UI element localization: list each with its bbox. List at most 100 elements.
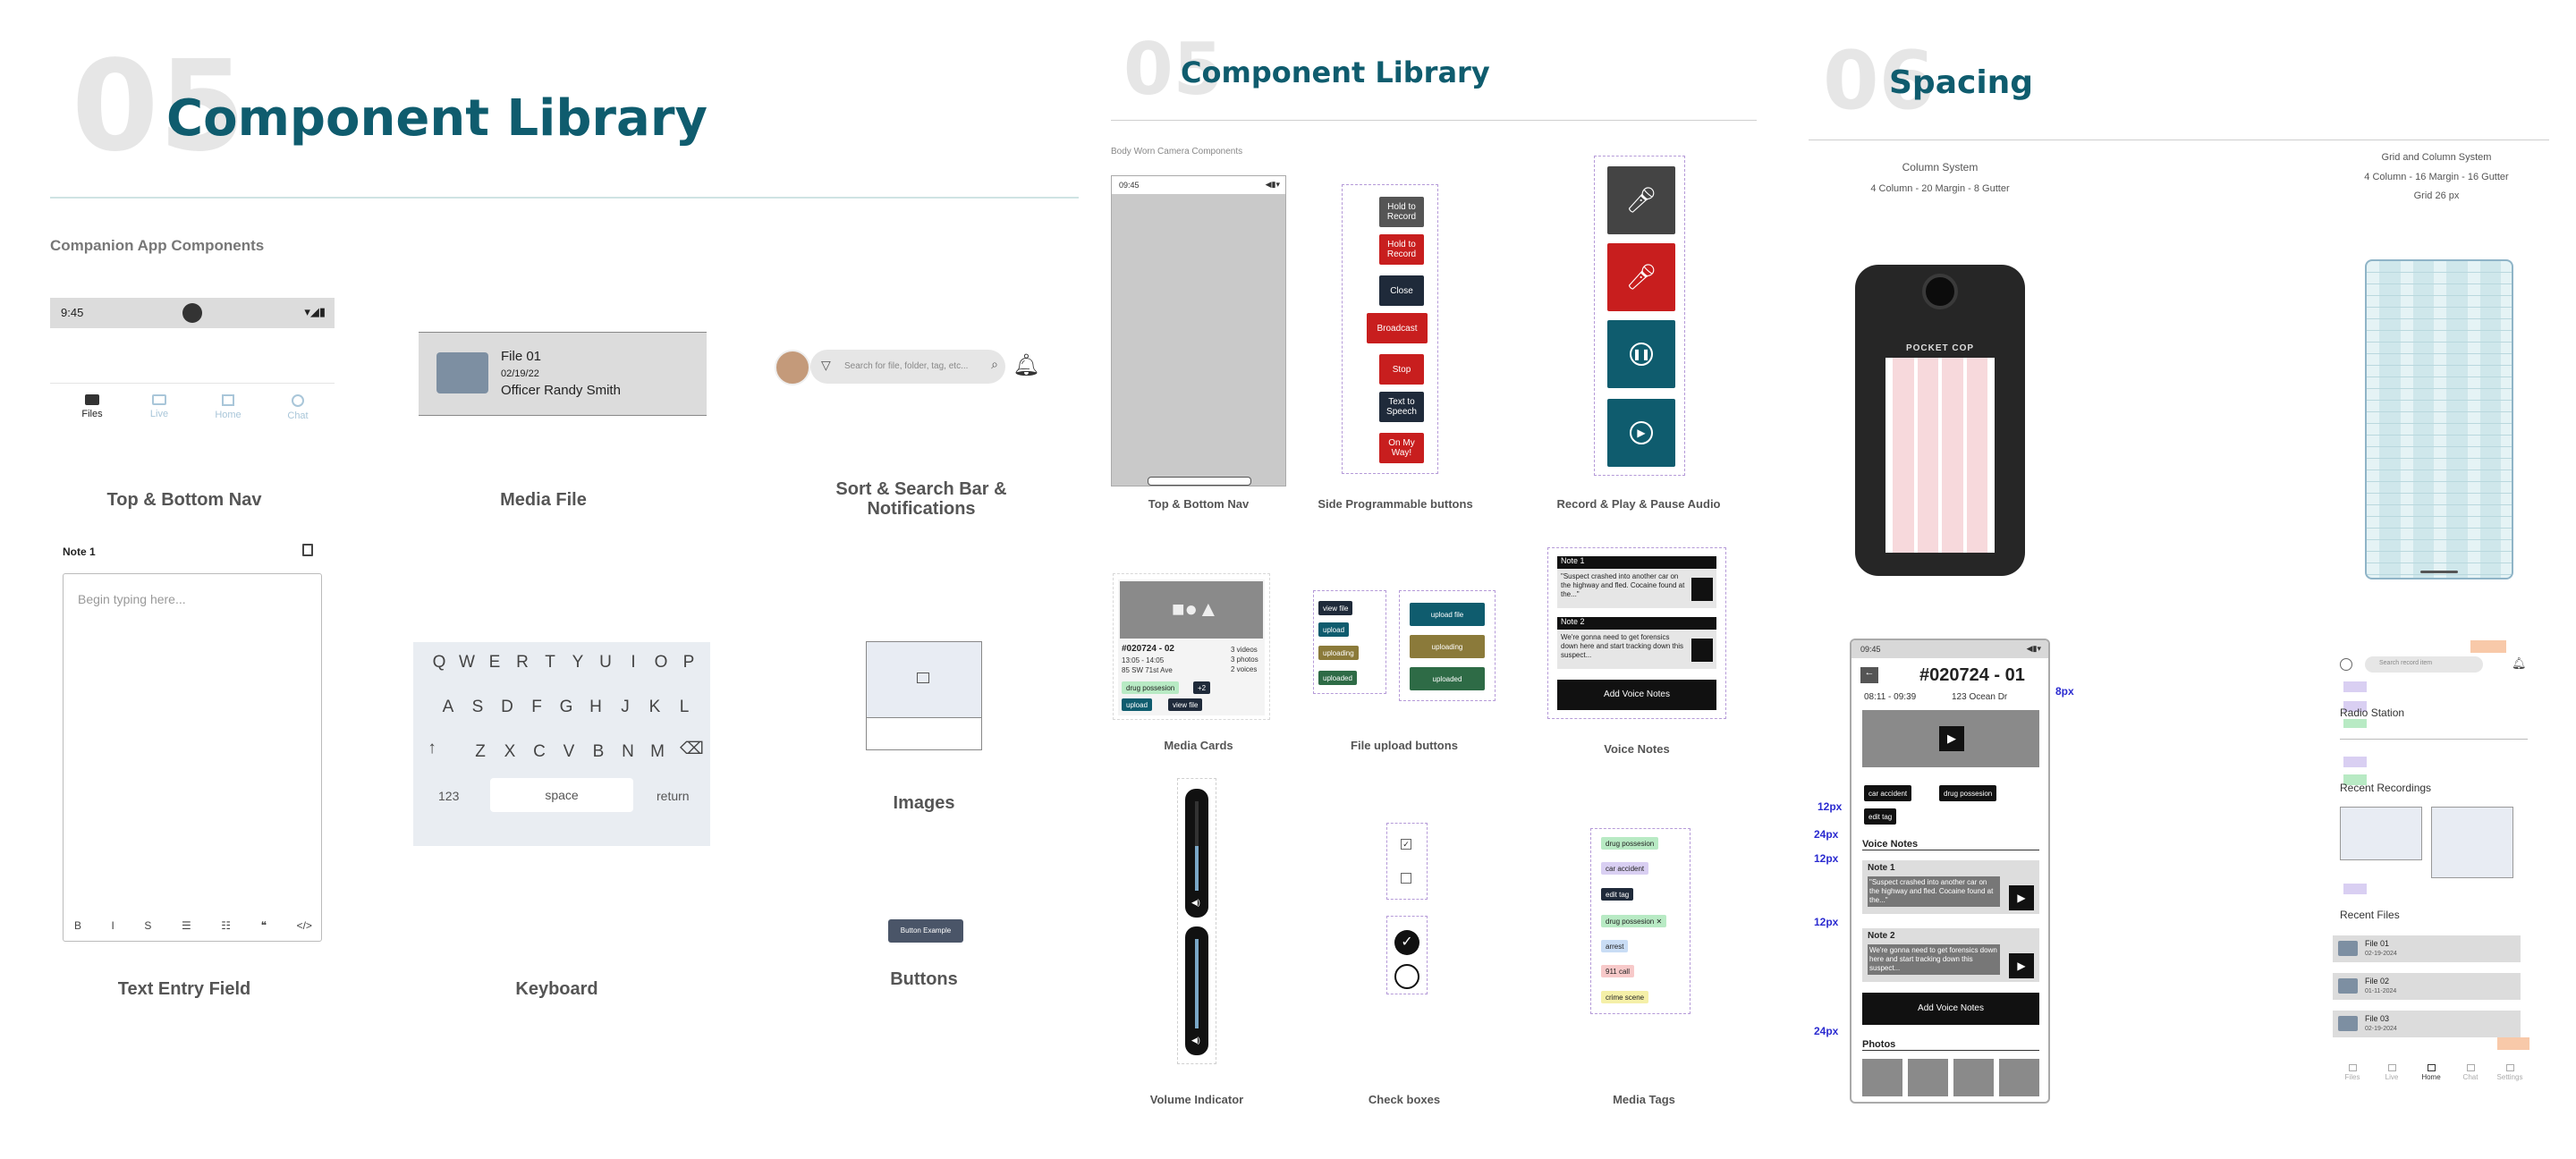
detail-tag-edit[interactable]: edit tag [1864, 808, 1897, 825]
side-button[interactable]: Text to Speech [1379, 392, 1424, 422]
profile-icon[interactable] [2340, 658, 2352, 671]
detail-tag-drug[interactable]: drug possesion [1939, 785, 1997, 801]
filter-icon[interactable]: ▽ [821, 358, 831, 372]
numbered-icon[interactable]: ☷ [221, 919, 232, 932]
mic-button[interactable]: 🎤︎ [1607, 166, 1675, 234]
photo-thumb[interactable] [1953, 1059, 1994, 1096]
tag-arrest[interactable]: arrest [1601, 940, 1629, 952]
key-u[interactable]: U [599, 653, 612, 672]
key-n[interactable]: N [622, 742, 634, 761]
key-o[interactable]: O [654, 653, 668, 672]
home-nav-item[interactable]: Chat [2453, 1064, 2488, 1081]
code-icon[interactable]: </> [296, 919, 312, 932]
key-w[interactable]: W [459, 653, 475, 672]
quote-icon[interactable]: ❝ [260, 919, 267, 932]
text-entry-field[interactable]: Begin typing here... B I S ☰ ☷ ❝ </> [63, 573, 322, 942]
key-b[interactable]: B [592, 742, 605, 761]
bold-icon[interactable]: B [74, 919, 82, 932]
key-l[interactable]: L [679, 698, 690, 716]
checkbox-checked-small[interactable]: ✓ [1401, 839, 1411, 850]
uploaded-button[interactable]: uploaded [1318, 671, 1357, 685]
key-t[interactable]: T [545, 653, 555, 672]
tag-car-accident[interactable]: car accident [1601, 862, 1649, 875]
return-key[interactable]: return [657, 789, 690, 803]
side-button[interactable]: On My Way! [1379, 433, 1424, 463]
uploaded-large-button[interactable]: uploaded [1410, 667, 1485, 690]
tag-edit[interactable]: edit tag [1601, 888, 1634, 901]
recording-card[interactable] [2431, 807, 2513, 878]
tag-drug-possession-removable[interactable]: drug possesion ✕ [1601, 915, 1667, 927]
volume-indicator-1[interactable]: ◀) [1185, 789, 1208, 918]
uploading-button[interactable]: uploading [1318, 646, 1359, 660]
side-button[interactable]: Close [1379, 275, 1424, 306]
back-button[interactable]: ← [1860, 667, 1878, 683]
space-key[interactable]: space [490, 778, 633, 812]
key-d[interactable]: D [501, 698, 513, 716]
key-m[interactable]: M [650, 742, 665, 761]
media-card[interactable]: ■●▲ #020724 - 02 13:05 - 14:05 85 SW 71s… [1118, 580, 1265, 715]
pause-button[interactable]: ❚❚ [1607, 320, 1675, 388]
num-key[interactable]: 123 [438, 789, 460, 803]
side-button[interactable]: Stop [1379, 354, 1424, 385]
home-nav-item[interactable]: Live [2374, 1064, 2410, 1081]
key-h[interactable]: H [589, 698, 602, 716]
detail-add-voice-button[interactable]: Add Voice Notes [1862, 993, 2039, 1025]
volume-indicator-2[interactable]: ◀) [1185, 926, 1208, 1055]
key-y[interactable]: Y [572, 653, 584, 672]
detail-tag-car-accident[interactable]: car accident [1864, 785, 1912, 801]
bell-icon[interactable]: 🔔︎ [1013, 353, 1040, 377]
side-button[interactable]: Broadcast [1367, 313, 1428, 343]
doc-icon[interactable] [1691, 639, 1713, 662]
checkbox-empty-small[interactable] [1401, 873, 1411, 884]
avatar[interactable] [775, 350, 810, 385]
side-button[interactable]: Hold to Record [1379, 234, 1424, 265]
tag-911-call[interactable]: 911 call [1601, 965, 1634, 977]
home-nav-item[interactable]: Home [2413, 1064, 2449, 1081]
add-voice-notes-button[interactable]: Add Voice Notes [1557, 680, 1716, 710]
view-file-button[interactable]: view file [1318, 601, 1353, 615]
tag-drug-possession[interactable]: drug possesion [1601, 837, 1659, 850]
key-x[interactable]: X [504, 742, 516, 761]
play-icon[interactable]: ▶ [1939, 726, 1964, 751]
detail-note-2[interactable]: Note 2 We're gonna need to get forensics… [1862, 928, 2039, 982]
play-icon[interactable]: ▶ [2009, 885, 2034, 910]
key-s[interactable]: S [471, 698, 484, 716]
key-f[interactable]: F [531, 698, 542, 716]
card-upload-button[interactable]: upload [1122, 698, 1153, 711]
key-r[interactable]: R [516, 653, 529, 672]
trash-icon[interactable] [302, 544, 313, 556]
key-k[interactable]: K [648, 698, 661, 716]
key-j[interactable]: J [621, 698, 630, 716]
voice-note-2[interactable]: Note 2 We're gonna need to get forensics… [1557, 617, 1716, 669]
search-bar[interactable]: ▽ Search for file, folder, tag, etc... ⌕ [810, 350, 1005, 384]
key-a[interactable]: A [442, 698, 454, 716]
key-p[interactable]: P [682, 653, 695, 672]
checkbox-empty-large[interactable] [1394, 964, 1419, 989]
card-view-button[interactable]: view file [1168, 698, 1203, 711]
key-z[interactable]: Z [475, 742, 486, 761]
checkbox-checked-large[interactable]: ✓ [1394, 930, 1419, 955]
play-icon[interactable]: ▶ [2009, 953, 2034, 978]
photo-thumb[interactable] [1999, 1059, 2039, 1096]
detail-note-1[interactable]: Note 1 "Suspect crashed into another car… [1862, 860, 2039, 914]
key-q[interactable]: Q [432, 653, 446, 672]
example-button[interactable]: Button Example [888, 919, 963, 943]
shift-key[interactable]: ↑ [428, 739, 436, 757]
tag-crime-scene[interactable]: crime scene [1601, 991, 1649, 1003]
recording-card[interactable] [2340, 807, 2422, 860]
key-c[interactable]: C [533, 742, 546, 761]
detail-media-preview[interactable]: ▶ [1862, 710, 2039, 767]
media-file-card[interactable]: File 01 02/19/22 Officer Randy Smith [419, 332, 707, 416]
search-icon[interactable]: ⌕ [991, 357, 998, 371]
italic-icon[interactable]: I [111, 919, 114, 932]
key-g[interactable]: G [559, 698, 573, 716]
backspace-key[interactable]: ⌫ [680, 740, 704, 758]
key-e[interactable]: E [488, 653, 501, 672]
home-nav-item[interactable]: Files [2334, 1064, 2370, 1081]
home-search-bar[interactable]: Search record item [2365, 656, 2483, 673]
nav-home[interactable]: Home [204, 394, 252, 420]
photo-thumb[interactable] [1908, 1059, 1948, 1096]
